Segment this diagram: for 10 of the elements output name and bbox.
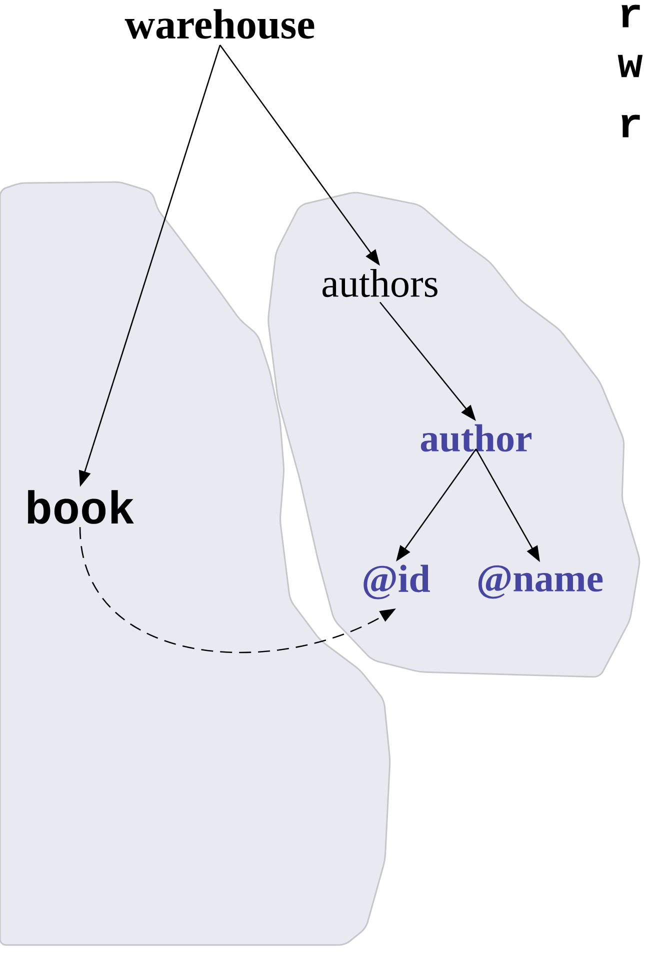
attribute-label: @name: [478, 565, 603, 599]
attribute-label: @id: [364, 564, 430, 600]
node-label: book: [28, 490, 134, 524]
node-label: warehouse: [124, 9, 314, 39]
margin-letter: w: [618, 54, 643, 78]
region-blob: [268, 192, 640, 678]
node-label: author: [420, 424, 532, 452]
margin-letter: r: [622, 4, 640, 28]
node-label: authors: [322, 268, 438, 298]
margin-letter: r: [622, 114, 640, 138]
